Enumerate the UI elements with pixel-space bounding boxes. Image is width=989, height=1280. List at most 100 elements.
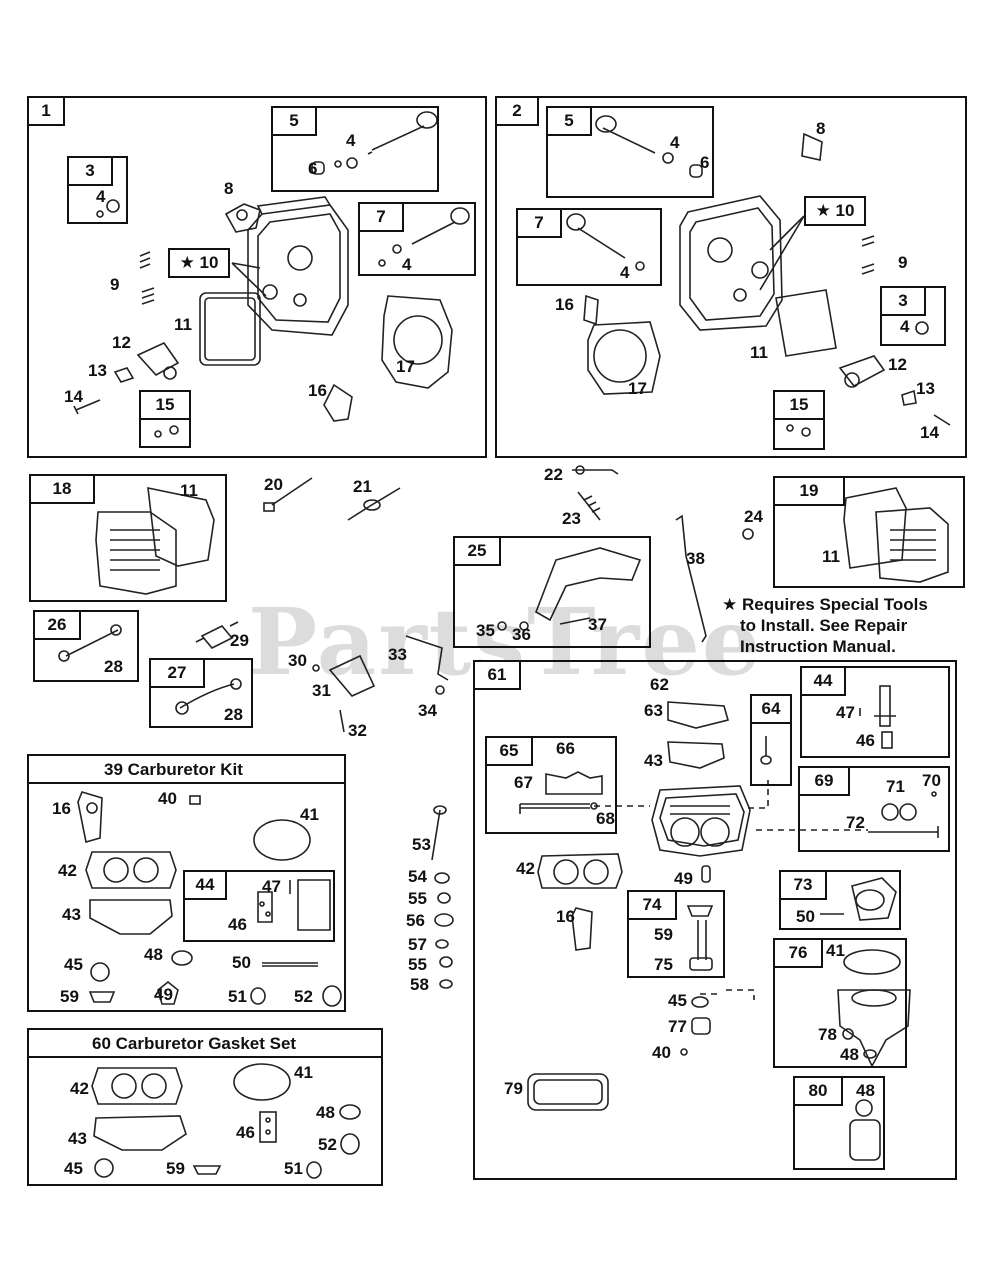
box-73-tag: 73 bbox=[779, 870, 827, 900]
callout: 11 bbox=[750, 343, 768, 362]
box-5 bbox=[546, 106, 714, 198]
callout: 41 bbox=[294, 1063, 313, 1082]
box-26-tag: 26 bbox=[33, 610, 81, 640]
cylinder-head-1 bbox=[247, 196, 349, 336]
callout: 57 bbox=[408, 935, 427, 954]
box-5 bbox=[271, 106, 439, 192]
callout: 37 bbox=[588, 615, 607, 634]
callout: 59 bbox=[60, 987, 79, 1006]
callout: 56 bbox=[406, 911, 425, 930]
callout: 33 bbox=[388, 645, 407, 664]
callout: 49 bbox=[154, 985, 173, 1004]
callout: 16 bbox=[308, 381, 327, 400]
callout: 28 bbox=[224, 705, 243, 724]
callout: 4 bbox=[346, 131, 356, 150]
box-65-tag: 65 bbox=[485, 736, 533, 766]
box-7-tag: 7 bbox=[516, 208, 562, 238]
panel-1-tag: 1 bbox=[27, 96, 65, 126]
callout: 8 bbox=[816, 119, 826, 138]
callout: 6 bbox=[700, 153, 710, 172]
callout: 66 bbox=[556, 739, 575, 758]
callout: 16 bbox=[556, 907, 575, 926]
callout: 16 bbox=[52, 799, 71, 818]
callout: 48 bbox=[856, 1081, 875, 1100]
callout: 77 bbox=[668, 1017, 687, 1036]
box-74-tag: 74 bbox=[627, 890, 677, 920]
box-69 bbox=[798, 766, 950, 852]
callout: 23 bbox=[562, 509, 581, 528]
callout: 11 bbox=[822, 547, 840, 566]
callout: 4 bbox=[900, 317, 910, 336]
callout: 55 bbox=[408, 955, 427, 974]
callout: 58 bbox=[410, 975, 429, 994]
callout: 4 bbox=[402, 255, 412, 274]
callout: 32 bbox=[348, 721, 367, 740]
callout: 41 bbox=[826, 941, 845, 960]
callout: 12 bbox=[112, 333, 131, 352]
callout: 72 bbox=[846, 813, 865, 832]
callout: 21 bbox=[353, 477, 372, 496]
callout-10-special-tool: ★ 10 bbox=[804, 196, 866, 226]
callout: 50 bbox=[232, 953, 251, 972]
gasket-set-title: 60 Carburetor Gasket Set bbox=[92, 1034, 297, 1053]
callout: 48 bbox=[840, 1045, 859, 1064]
callout: 38 bbox=[686, 549, 705, 568]
callout: 48 bbox=[144, 945, 163, 964]
callout: 43 bbox=[644, 751, 663, 770]
callout: 47 bbox=[836, 703, 855, 722]
callout: 20 bbox=[264, 475, 283, 494]
note-line: Requires Special Tools bbox=[741, 595, 928, 614]
callout: 40 bbox=[652, 1043, 671, 1062]
box-15-tag: 15 bbox=[773, 390, 825, 420]
callout: 43 bbox=[68, 1129, 87, 1148]
callout: 71 bbox=[886, 777, 905, 796]
callout: 59 bbox=[166, 1159, 185, 1178]
callout: 4 bbox=[620, 263, 630, 282]
valve-spring bbox=[139, 251, 155, 305]
callout: 67 bbox=[514, 773, 533, 792]
panel-2 bbox=[495, 96, 967, 458]
callout: 13 bbox=[916, 379, 935, 398]
carburetor-kit-header bbox=[27, 754, 346, 784]
callout: 12 bbox=[888, 355, 907, 374]
callout: 42 bbox=[70, 1079, 89, 1098]
callout: 31 bbox=[312, 681, 331, 700]
box-3-tag: 3 bbox=[67, 156, 113, 186]
callout: 9 bbox=[898, 253, 908, 272]
callout: 62 bbox=[650, 675, 669, 694]
callout: 45 bbox=[64, 1159, 83, 1178]
callout: 28 bbox=[104, 657, 123, 676]
box-69-tag: 69 bbox=[798, 766, 850, 796]
box-27-tag: 27 bbox=[149, 658, 205, 688]
box-80-tag: 80 bbox=[793, 1076, 843, 1106]
callout: 35 bbox=[476, 621, 495, 640]
callout: 78 bbox=[818, 1025, 837, 1044]
callout: 13 bbox=[88, 361, 107, 380]
callout: 29 bbox=[230, 631, 249, 650]
callout: 51 bbox=[284, 1159, 303, 1178]
callout: 63 bbox=[644, 701, 663, 720]
box-76 bbox=[773, 938, 907, 1068]
callout: 45 bbox=[668, 991, 687, 1010]
box-18 bbox=[29, 474, 227, 602]
callout: 9 bbox=[110, 275, 120, 294]
callout: 4 bbox=[96, 187, 106, 206]
callout: 14 bbox=[64, 387, 83, 406]
box-26 bbox=[33, 610, 139, 682]
callout: 17 bbox=[396, 357, 415, 376]
box-44-tag: 44 bbox=[800, 666, 846, 696]
callout: 47 bbox=[262, 877, 281, 896]
callout: 59 bbox=[654, 925, 673, 944]
callout: 48 bbox=[316, 1103, 335, 1122]
callout: 17 bbox=[628, 379, 647, 398]
callout: 16 bbox=[555, 295, 574, 314]
box-44 bbox=[183, 870, 335, 942]
box-19-tag: 19 bbox=[773, 476, 845, 506]
callout: 4 bbox=[670, 133, 680, 152]
callout: 46 bbox=[236, 1123, 255, 1142]
callout: 70 bbox=[922, 771, 941, 790]
star-icon: ★ bbox=[722, 595, 738, 614]
callout: 53 bbox=[412, 835, 431, 854]
panel-2-tag: 2 bbox=[495, 96, 539, 126]
